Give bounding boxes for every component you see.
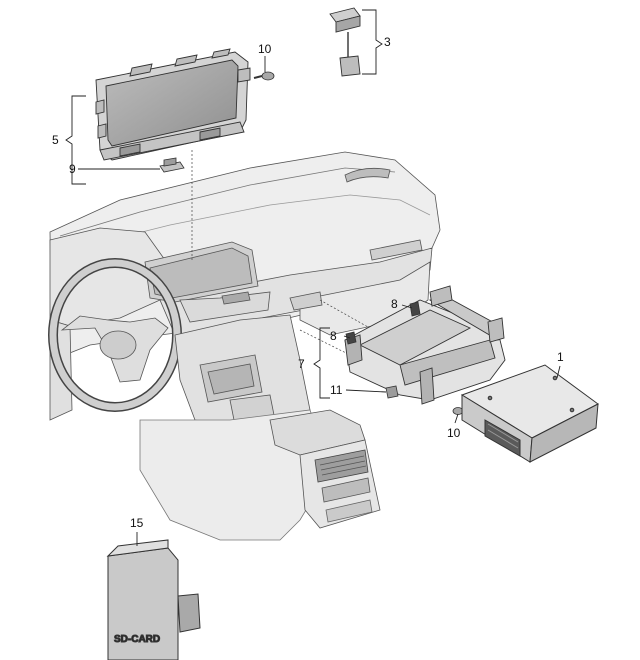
- dashboard-illustration: [48, 151, 441, 541]
- callout-10-upper: 10: [258, 42, 272, 56]
- callout-11: 11: [330, 383, 343, 397]
- nut-part: [385, 385, 399, 399]
- mounting-bracket-part: [344, 285, 506, 405]
- callout-3: 3: [384, 35, 391, 49]
- callout-8-lower: 8: [330, 329, 337, 343]
- sd-card-manual-part: SD-CARD: [106, 539, 201, 660]
- radio-unit-box-part: [460, 364, 599, 463]
- callout-5: 5: [52, 133, 59, 147]
- callout-leaders: [65, 9, 561, 546]
- cable-connector-part: [329, 7, 361, 77]
- callout-7: 7: [298, 357, 305, 371]
- display-screen-part: [95, 48, 251, 161]
- clip-fastener-parts: [345, 301, 421, 345]
- screw-part-top: [253, 71, 275, 81]
- clip-plate-part: [159, 157, 185, 173]
- sd-card-label: SD-CARD: [114, 634, 160, 645]
- callout-15: 15: [130, 516, 144, 530]
- callout-8-upper: 8: [391, 297, 398, 311]
- callout-9: 9: [69, 162, 76, 176]
- callout-10-lower: 10: [447, 426, 461, 440]
- callout-1: 1: [557, 350, 564, 364]
